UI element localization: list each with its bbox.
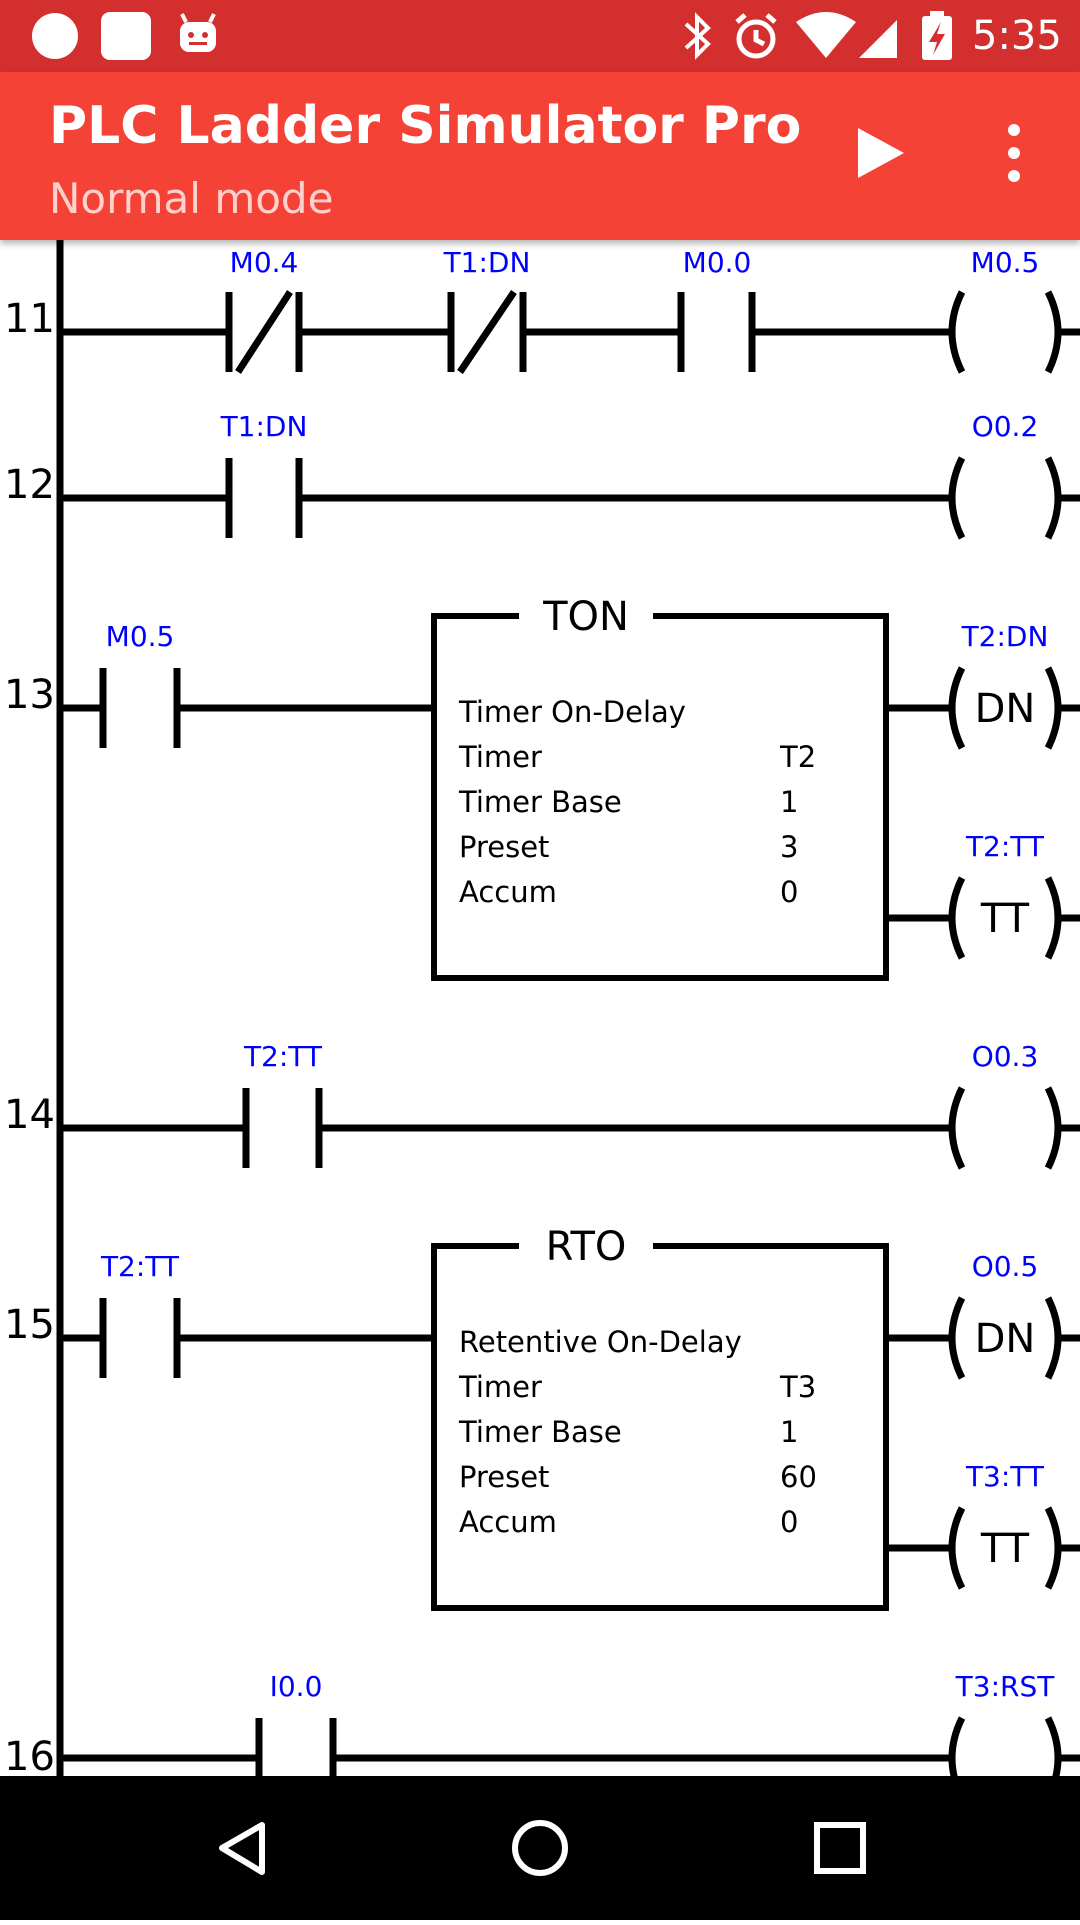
output-coil[interactable] [948,1086,1062,1170]
param-value: T3 [779,1370,816,1404]
param-label: Timer Base [458,785,622,819]
contact-tag: M0.5 [106,620,175,653]
coil-label: TT [980,896,1030,942]
nc-contact[interactable] [225,290,303,374]
output-coil[interactable] [948,456,1062,540]
battery-charging-icon [922,11,952,60]
recents-icon [814,1822,866,1874]
block-title: TON [542,594,629,640]
param-label: Timer [458,1370,542,1404]
rung[interactable]: 13 M0.5 TON Timer On-Delay Timer T2 Time… [4,594,1080,981]
no-contact[interactable] [677,292,756,372]
ladder-diagram[interactable]: 11 M0.4 T1:DN M0.0 M0.5 12 T1:DN O0.2 [0,240,1080,1776]
android-debug-icon [180,13,216,52]
rung-wire [60,1334,1080,1552]
coil-tag: M0.5 [971,246,1040,279]
rung-wire [60,704,1080,922]
contact-tag: T1:DN [443,246,531,279]
rung[interactable]: 14 T2:TT O0.3 [4,1040,1080,1170]
param-value: 3 [780,830,798,864]
coil-tag: O0.5 [972,1250,1039,1283]
block-description: Retentive On-Delay [459,1325,742,1359]
rung-number: 16 [4,1734,55,1776]
coil-tag: O0.2 [972,410,1039,443]
rung[interactable]: 11 M0.4 T1:DN M0.0 M0.5 [4,246,1080,374]
contact-tag: I0.0 [270,1670,323,1703]
output-coil[interactable] [948,876,1062,960]
wifi-icon [796,12,856,58]
recents-button[interactable] [760,1776,920,1920]
no-contact[interactable] [255,1718,337,1776]
timer-block[interactable]: TON Timer On-Delay Timer T2 Timer Base 1… [431,594,889,981]
overflow-menu-icon[interactable] [992,118,1036,188]
back-icon [219,1822,265,1875]
no-contact[interactable] [99,668,181,748]
coil-tag: T2:TT [965,830,1045,863]
param-value: 1 [780,1415,798,1449]
navigation-bar [0,1776,1080,1920]
square-notification-icon [101,12,151,60]
contact-tag: T2:TT [100,1250,180,1283]
output-coil[interactable] [948,666,1062,750]
param-label: Preset [459,1460,549,1494]
app-bar: PLC Ladder Simulator Pro Normal mode [0,72,1080,240]
param-label: Accum [459,875,557,909]
home-icon [512,1820,568,1876]
nc-contact[interactable] [447,290,527,374]
coil-tag: T3:TT [965,1460,1045,1493]
rung-number: 11 [4,296,55,342]
timer-block[interactable]: RTO Retentive On-Delay Timer T3 Timer Ba… [431,1224,889,1611]
coil-tag: T2:DN [961,620,1049,653]
contact-tag: M0.4 [230,246,299,279]
output-coil[interactable] [948,1296,1062,1380]
coil-label: TT [980,1526,1030,1572]
rung-number: 12 [4,462,55,508]
cell-signal-icon [859,20,897,58]
coil-tag: O0.3 [972,1040,1039,1073]
rung[interactable]: 12 T1:DN O0.2 [4,410,1080,540]
status-bar: 5:35 [0,0,1080,72]
no-contact[interactable] [242,1088,323,1168]
app-title: PLC Ladder Simulator Pro [49,96,802,156]
circle-notification-icon [32,13,78,59]
param-value: 1 [780,785,798,819]
bluetooth-icon [684,12,711,60]
play-icon[interactable] [846,118,916,188]
coil-label: DN [975,1316,1036,1362]
rung-number: 13 [4,672,55,718]
back-button[interactable] [160,1776,320,1920]
ladder-canvas[interactable]: 11 M0.4 T1:DN M0.0 M0.5 12 T1:DN O0.2 [0,240,1080,1776]
param-label: Timer [458,740,542,774]
no-contact[interactable] [225,458,303,538]
rung[interactable]: 16 I0.0 T3:RST [4,1670,1080,1776]
contact-tag: T2:TT [243,1040,323,1073]
param-label: Accum [459,1505,557,1539]
no-contact[interactable] [99,1298,181,1378]
block-description: Timer On-Delay [458,695,686,729]
param-value: 60 [780,1460,817,1494]
coil-label: DN [975,686,1036,732]
status-time: 5:35 [972,13,1062,59]
contact-tag: T1:DN [220,410,308,443]
block-title: RTO [546,1224,627,1270]
rung-number: 14 [4,1092,55,1138]
coil-tag: T3:RST [955,1670,1056,1703]
rung[interactable]: 15 T2:TT RTO Retentive On-Delay Timer T3… [4,1224,1080,1611]
param-label: Timer Base [458,1415,622,1449]
param-value: 0 [780,1505,798,1539]
param-label: Preset [459,830,549,864]
param-value: T2 [779,740,816,774]
home-button[interactable] [460,1776,620,1920]
block-border [431,613,889,981]
rung-number: 15 [4,1302,55,1348]
alarm-icon [735,13,777,59]
output-coil[interactable] [948,1506,1062,1590]
block-border [431,1243,889,1611]
param-value: 0 [780,875,798,909]
output-coil[interactable] [948,1716,1062,1776]
contact-tag: M0.0 [683,246,752,279]
mode-subtitle: Normal mode [49,174,334,223]
status-bar-icons [32,11,952,60]
output-coil[interactable] [948,290,1062,374]
